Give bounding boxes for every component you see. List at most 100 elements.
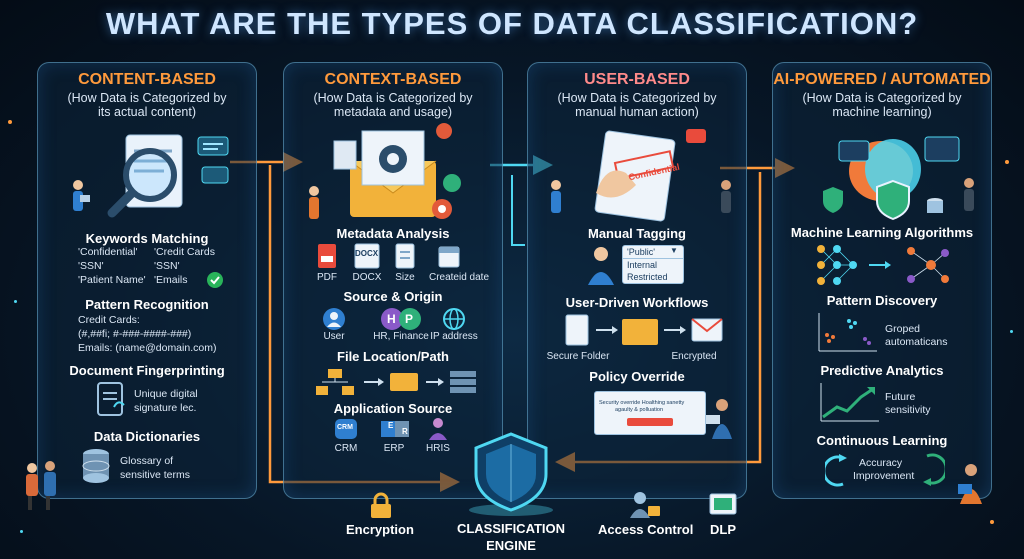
- tagging-heading: Manual Tagging: [588, 226, 686, 241]
- keyword-item: 'Confidential': [78, 246, 138, 258]
- application-label: CRM: [334, 443, 358, 454]
- panel-title: CONTEXT-BASED: [324, 71, 462, 88]
- docx-icon: [354, 243, 380, 269]
- engine-label: CLASSIFICATION ENGINE: [436, 520, 586, 554]
- shield-icon: [469, 432, 553, 516]
- neural-network-illustration: [817, 245, 949, 285]
- panel-subtitle: (How Data is Categorized by metadata and…: [290, 91, 496, 119]
- metadata-label: Size: [395, 272, 415, 283]
- erp-icon: [381, 421, 409, 437]
- panel-title: USER-BASED: [584, 71, 690, 88]
- magnifier-document-illustration: [73, 134, 229, 218]
- tag-option[interactable]: Restricted: [627, 272, 668, 282]
- panel-content-based: CONTENT-BASED (How Data is Categorized b…: [37, 62, 257, 499]
- panel-subtitle: (How Data is Categorized by manual human…: [534, 91, 740, 119]
- override-dialog[interactable]: Security override Hoalthing sanetty agau…: [594, 391, 706, 435]
- panel-context-based: CONTEXT-BASED (How Data is Categorized b…: [283, 62, 503, 499]
- badge-h: H: [387, 312, 396, 326]
- dlp-label: DLP: [710, 522, 736, 537]
- fingerprint-line: Unique digital: [134, 388, 198, 400]
- panel-title: CONTENT-BASED: [78, 71, 216, 88]
- fingerprint-line: signature lec.: [134, 402, 197, 414]
- trend-chart-icon: [820, 383, 879, 422]
- subtitle-line: (How Data is Categorized by: [557, 91, 717, 105]
- workflows-heading: User-Driven Workflows: [565, 295, 709, 310]
- person-tagging-icon: [588, 247, 614, 285]
- access-control-label: Access Control: [598, 522, 694, 537]
- tag-option[interactable]: 'Public': [623, 246, 683, 259]
- learning-line: Accuracy: [859, 457, 903, 469]
- panel-subtitle: (How Data is Categorized by its actual c…: [44, 91, 250, 119]
- metadata-label: DOCX: [352, 272, 382, 283]
- erp-badge-r: R: [402, 427, 408, 436]
- subtitle-line: manual human action): [575, 105, 699, 119]
- crm-badge: CRM: [337, 424, 353, 431]
- engine-label-line: CLASSIFICATION: [456, 521, 566, 536]
- user-icon: [323, 308, 345, 330]
- person-laptop-illustration: [958, 464, 982, 504]
- override-heading: Policy Override: [589, 369, 685, 384]
- application-label: HRIS: [426, 443, 450, 454]
- page-title: WHAT ARE THE TYPES OF DATA CLASSIFICATIO…: [105, 6, 919, 41]
- access-control-icon: [630, 492, 660, 518]
- subtitle-line: metadata and usage): [333, 105, 453, 119]
- engine-label-line: ENGINE: [486, 538, 536, 553]
- source-label: IP address: [430, 331, 478, 342]
- badge-p: P: [405, 312, 414, 326]
- confidential-document-illustration: [551, 129, 731, 222]
- keyword-item: 'Credit Cards: [154, 246, 215, 258]
- file-path-illustration: [316, 369, 476, 395]
- panel-subtitle: (How Data is Categorized by machine lear…: [779, 91, 985, 119]
- chevron-down-icon[interactable]: ▼: [670, 246, 678, 255]
- keyword-item: 'Emails: [154, 274, 188, 286]
- workflow-illustration: [565, 314, 723, 346]
- subtitle-line: (How Data is Categorized by: [313, 91, 473, 105]
- ai-brain-illustration: [823, 136, 974, 221]
- encryption-label: Encryption: [346, 522, 414, 537]
- discovery-heading: Pattern Discovery: [826, 293, 938, 308]
- application-heading: Application Source: [333, 401, 453, 416]
- envelope-gear-illustration: [309, 123, 461, 219]
- pattern-line: Credit Cards:: [78, 314, 140, 326]
- keyword-item: 'SSN': [78, 260, 104, 272]
- crm-icon: [335, 419, 357, 439]
- database-icon: [82, 449, 110, 483]
- pattern-line: Emails: (name@domain.com): [78, 342, 217, 354]
- dialog-confirm-button[interactable]: [627, 418, 673, 426]
- dialog-text: agaulty & polluation: [615, 407, 664, 413]
- dlp-icon: [709, 493, 737, 515]
- fingerprint-heading: Document Fingerprinting: [69, 363, 225, 378]
- globe-icon: [443, 308, 465, 330]
- source-label: User: [323, 331, 345, 342]
- panel-title: AI-POWERED / AUTOMATED: [773, 71, 991, 88]
- fingerprint-document-icon: [97, 382, 125, 416]
- person-laptop-icon: [706, 399, 732, 439]
- metadata-label: Createid date: [428, 272, 490, 283]
- lock-icon: [371, 492, 391, 518]
- subtitle-line: (How Data is Categorized by: [802, 91, 962, 105]
- keyword-item: 'Patient Name': [78, 274, 146, 286]
- ml-heading: Machine Learning Algorithms: [790, 225, 974, 240]
- predictive-line: sensitivity: [885, 404, 931, 416]
- tag-dropdown[interactable]: 'Public' Internal Restricted: [622, 245, 684, 284]
- subtitle-line: (How Data is Categorized by: [67, 91, 227, 105]
- metadata-label: PDF: [317, 272, 337, 283]
- predictive-heading: Predictive Analytics: [820, 363, 944, 378]
- keywords-heading: Keywords Matching: [85, 231, 209, 246]
- panel-ai-powered: AI-POWERED / AUTOMATED (How Data is Cate…: [772, 62, 992, 499]
- department-badges-icon: [381, 308, 421, 330]
- dictionaries-heading: Data Dictionaries: [93, 429, 201, 444]
- panel-user-based: USER-BASED (How Data is Categorized by m…: [527, 62, 747, 499]
- learning-line: Improvement: [853, 470, 915, 482]
- arrow-user-loop: [511, 175, 525, 246]
- dictionaries-line: sensitive terms: [120, 469, 191, 481]
- discovery-line: automaticans: [885, 336, 948, 348]
- size-icon: [395, 243, 415, 269]
- source-heading: Source & Origin: [343, 289, 443, 304]
- tag-option[interactable]: Internal: [627, 260, 658, 270]
- scatter-cluster-icon: [818, 313, 877, 352]
- learning-heading: Continuous Learning: [816, 433, 948, 448]
- predictive-line: Future: [885, 391, 916, 403]
- pattern-heading: Pattern Recognition: [85, 297, 209, 312]
- subtitle-line: its actual content): [98, 105, 196, 119]
